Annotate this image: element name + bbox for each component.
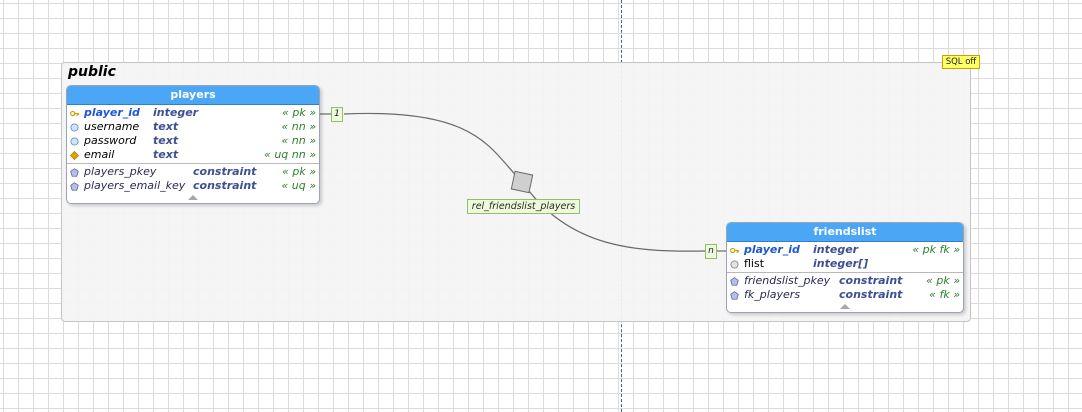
constraint-type: constraint bbox=[193, 165, 257, 178]
column-row-email[interactable]: email text « uq nn » bbox=[67, 148, 319, 162]
constraint-row-players-pkey[interactable]: players_pkey constraint « pk » bbox=[67, 165, 319, 179]
relationship-label[interactable]: rel_friendslist_players bbox=[467, 199, 580, 214]
column-name: username bbox=[84, 120, 140, 133]
column-type: integer bbox=[153, 106, 199, 119]
column-type: text bbox=[153, 134, 179, 147]
players-columns: player_id integer « pk » username text «… bbox=[67, 105, 319, 164]
column-name: player_id bbox=[744, 243, 800, 256]
column-name: player_id bbox=[84, 106, 140, 119]
schema-name: public bbox=[68, 64, 116, 80]
not-null-column-icon bbox=[70, 137, 79, 146]
column-row-flist[interactable]: flist integer[] bbox=[727, 257, 963, 271]
constraint-type: constraint bbox=[839, 288, 903, 301]
constraint-tag: « pk » bbox=[282, 165, 316, 178]
column-type: text bbox=[153, 120, 179, 133]
constraint-tag: « fk » bbox=[929, 288, 960, 301]
constraint-row-fk-players[interactable]: fk_players constraint « fk » bbox=[727, 288, 963, 302]
constraint-row-friendslist-pkey[interactable]: friendslist_pkey constraint « pk » bbox=[727, 274, 963, 288]
column-row-username[interactable]: username text « nn » bbox=[67, 120, 319, 134]
unique-column-icon bbox=[70, 151, 79, 160]
column-row-player-id[interactable]: player_id integer « pk » bbox=[67, 106, 319, 120]
column-name: flist bbox=[744, 257, 765, 270]
constraint-tag: « pk » bbox=[926, 274, 960, 287]
nullable-column-icon bbox=[730, 260, 739, 269]
constraint-type: constraint bbox=[193, 179, 257, 192]
table-friendslist[interactable]: friendslist player_id integer « pk fk » … bbox=[726, 222, 964, 313]
friendslist-footer bbox=[727, 303, 963, 312]
constraint-name: friendslist_pkey bbox=[744, 274, 831, 287]
players-footer bbox=[67, 194, 319, 203]
relationship-handle bbox=[510, 170, 534, 194]
target-cardinality-label[interactable]: n bbox=[705, 244, 717, 259]
collapse-triangle-icon[interactable] bbox=[188, 195, 198, 200]
primary-key-icon bbox=[70, 110, 79, 117]
sql-off-badge[interactable]: SQL off bbox=[942, 55, 980, 69]
constraint-name: players_email_key bbox=[84, 179, 186, 192]
source-cardinality-label[interactable]: 1 bbox=[331, 107, 343, 122]
players-constraints: players_pkey constraint « pk » players_e… bbox=[67, 164, 319, 194]
column-tag: « pk fk » bbox=[912, 243, 960, 256]
column-type: text bbox=[153, 148, 179, 161]
column-name: password bbox=[84, 134, 137, 147]
column-name: email bbox=[84, 148, 115, 161]
table-players[interactable]: players player_id integer « pk » usernam… bbox=[66, 85, 320, 204]
column-type: integer bbox=[813, 243, 859, 256]
column-tag: « uq nn » bbox=[264, 148, 316, 161]
constraint-icon bbox=[730, 291, 739, 300]
constraint-icon bbox=[730, 277, 739, 286]
column-row-password[interactable]: password text « nn » bbox=[67, 134, 319, 148]
column-tag: « nn » bbox=[281, 120, 316, 133]
collapse-triangle-icon[interactable] bbox=[840, 304, 850, 309]
column-type: integer[] bbox=[813, 257, 869, 270]
column-tag: « nn » bbox=[281, 134, 316, 147]
constraint-name: fk_players bbox=[744, 288, 801, 301]
column-row-player-id[interactable]: player_id integer « pk fk » bbox=[727, 243, 963, 257]
constraint-icon bbox=[70, 182, 79, 191]
constraint-type: constraint bbox=[839, 274, 903, 287]
friendslist-constraints: friendslist_pkey constraint « pk » fk_pl… bbox=[727, 273, 963, 303]
friendslist-columns: player_id integer « pk fk » flist intege… bbox=[727, 242, 963, 273]
table-friendslist-title[interactable]: friendslist bbox=[727, 223, 963, 242]
constraint-row-players-email-key[interactable]: players_email_key constraint « uq » bbox=[67, 179, 319, 193]
table-players-title[interactable]: players bbox=[67, 86, 319, 105]
constraint-tag: « uq » bbox=[281, 179, 316, 192]
column-tag: « pk » bbox=[282, 106, 316, 119]
not-null-column-icon bbox=[70, 123, 79, 132]
primary-key-icon bbox=[730, 247, 739, 254]
constraint-icon bbox=[70, 168, 79, 177]
constraint-name: players_pkey bbox=[84, 165, 157, 178]
